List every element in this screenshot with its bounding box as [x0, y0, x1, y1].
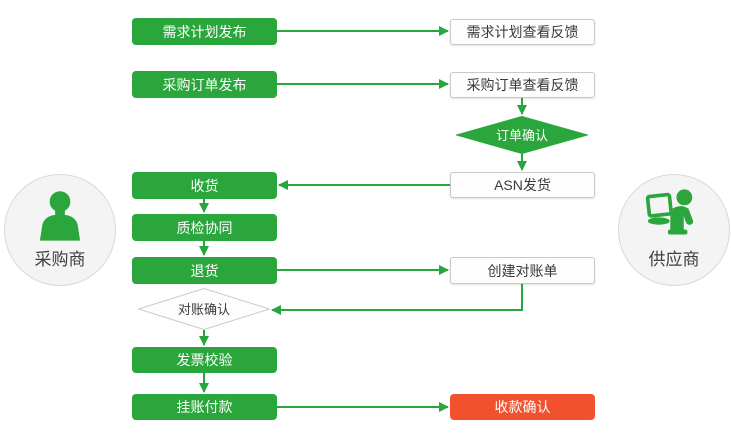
node-label-asn-ship: ASN发货 — [494, 177, 551, 193]
supplier-person-laptop-icon — [645, 189, 694, 235]
node-asn-ship: ASN发货 — [450, 172, 595, 198]
node-label-quality-inspection: 质检协同 — [176, 219, 233, 236]
node-label-return-goods: 退货 — [190, 262, 219, 279]
node-payment-on-account: 挂账付款 — [132, 394, 277, 420]
node-label-payment-on-account: 挂账付款 — [176, 399, 233, 415]
node-label-create-statement: 创建对账单 — [487, 262, 558, 279]
actor-supplier-label: 供应商 — [648, 250, 700, 269]
node-reconciliation-confirm: 对账确认 — [138, 288, 270, 330]
actor-buyer-label: 采购商 — [34, 250, 86, 269]
node-order-confirm: 订单确认 — [456, 116, 588, 154]
actor-supplier: 供应商 — [618, 174, 730, 286]
node-label-demand-plan-feedback: 需求计划查看反馈 — [466, 24, 579, 40]
node-payment-receipt-confirm: 收款确认 — [450, 394, 595, 420]
actor-buyer: 采购商 — [4, 174, 116, 286]
node-label-reconciliation-confirm: 对账确认 — [177, 301, 230, 317]
node-label-po-publish: 采购订单发布 — [162, 76, 247, 93]
buyer-person-icon — [39, 191, 81, 241]
white-diamond-shape — [138, 288, 270, 330]
node-create-statement: 创建对账单 — [450, 257, 595, 284]
node-label-demand-plan-publish: 需求计划发布 — [162, 23, 247, 40]
node-label-po-feedback: 采购订单查看反馈 — [466, 77, 579, 93]
node-quality-inspection: 质检协同 — [132, 214, 277, 241]
green-diamond-shape — [456, 116, 588, 154]
node-receive-goods: 收货 — [132, 172, 277, 199]
node-demand-plan-publish: 需求计划发布 — [132, 18, 277, 45]
node-invoice-verification: 发票校验 — [132, 347, 277, 373]
node-demand-plan-feedback: 需求计划查看反馈 — [450, 19, 595, 45]
node-label-receive-goods: 收货 — [190, 177, 219, 194]
node-return-goods: 退货 — [132, 257, 277, 284]
node-label-invoice-verification: 发票校验 — [176, 352, 233, 368]
node-label-payment-receipt-confirm: 收款确认 — [494, 399, 551, 415]
node-label-order-confirm: 订单确认 — [495, 127, 548, 143]
node-po-publish: 采购订单发布 — [132, 71, 277, 98]
node-po-feedback: 采购订单查看反馈 — [450, 72, 595, 98]
